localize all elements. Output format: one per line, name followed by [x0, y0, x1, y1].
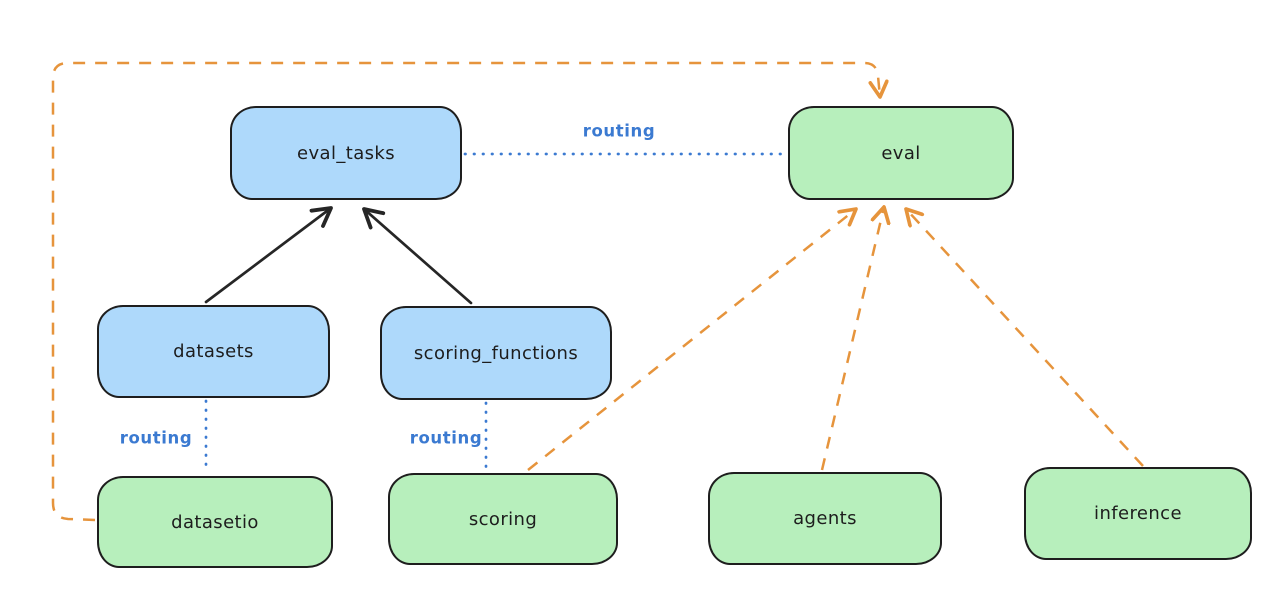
- edge-datasets-to-eval-tasks: [204, 206, 333, 304]
- node-scoring-functions-label: scoring_functions: [413, 342, 579, 364]
- node-datasets-label: datasets: [173, 341, 254, 362]
- node-datasets: datasets: [97, 305, 330, 398]
- node-inference-label: inference: [1094, 503, 1182, 524]
- edge-scoring-functions-to-eval-tasks: [362, 207, 473, 305]
- edge-scoring-to-eval: [527, 209, 856, 471]
- node-eval-tasks: eval_tasks: [230, 106, 462, 200]
- edge-label-routing-datasets-datasetio: routing: [119, 428, 193, 448]
- node-scoring-functions: scoring_functions: [380, 306, 612, 400]
- edge-label-routing-scoring-functions-scoring: routing: [409, 428, 483, 448]
- node-eval-label: eval: [881, 142, 921, 164]
- edge-inference-to-eval: [906, 209, 1144, 467]
- edge-label-routing-eval-tasks-eval: routing: [582, 121, 656, 141]
- node-inference: inference: [1024, 467, 1252, 560]
- edge-agents-to-eval: [820, 207, 884, 471]
- node-datasetio-label: datasetio: [171, 511, 259, 533]
- edge-datasetio-to-eval: [51, 61, 880, 522]
- node-scoring: scoring: [388, 473, 618, 565]
- node-datasetio: datasetio: [97, 476, 333, 568]
- node-scoring-label: scoring: [468, 508, 538, 530]
- node-agents: agents: [708, 472, 942, 565]
- node-eval: eval: [788, 106, 1014, 200]
- node-eval-tasks-label: eval_tasks: [296, 142, 396, 164]
- node-agents-label: agents: [793, 508, 857, 529]
